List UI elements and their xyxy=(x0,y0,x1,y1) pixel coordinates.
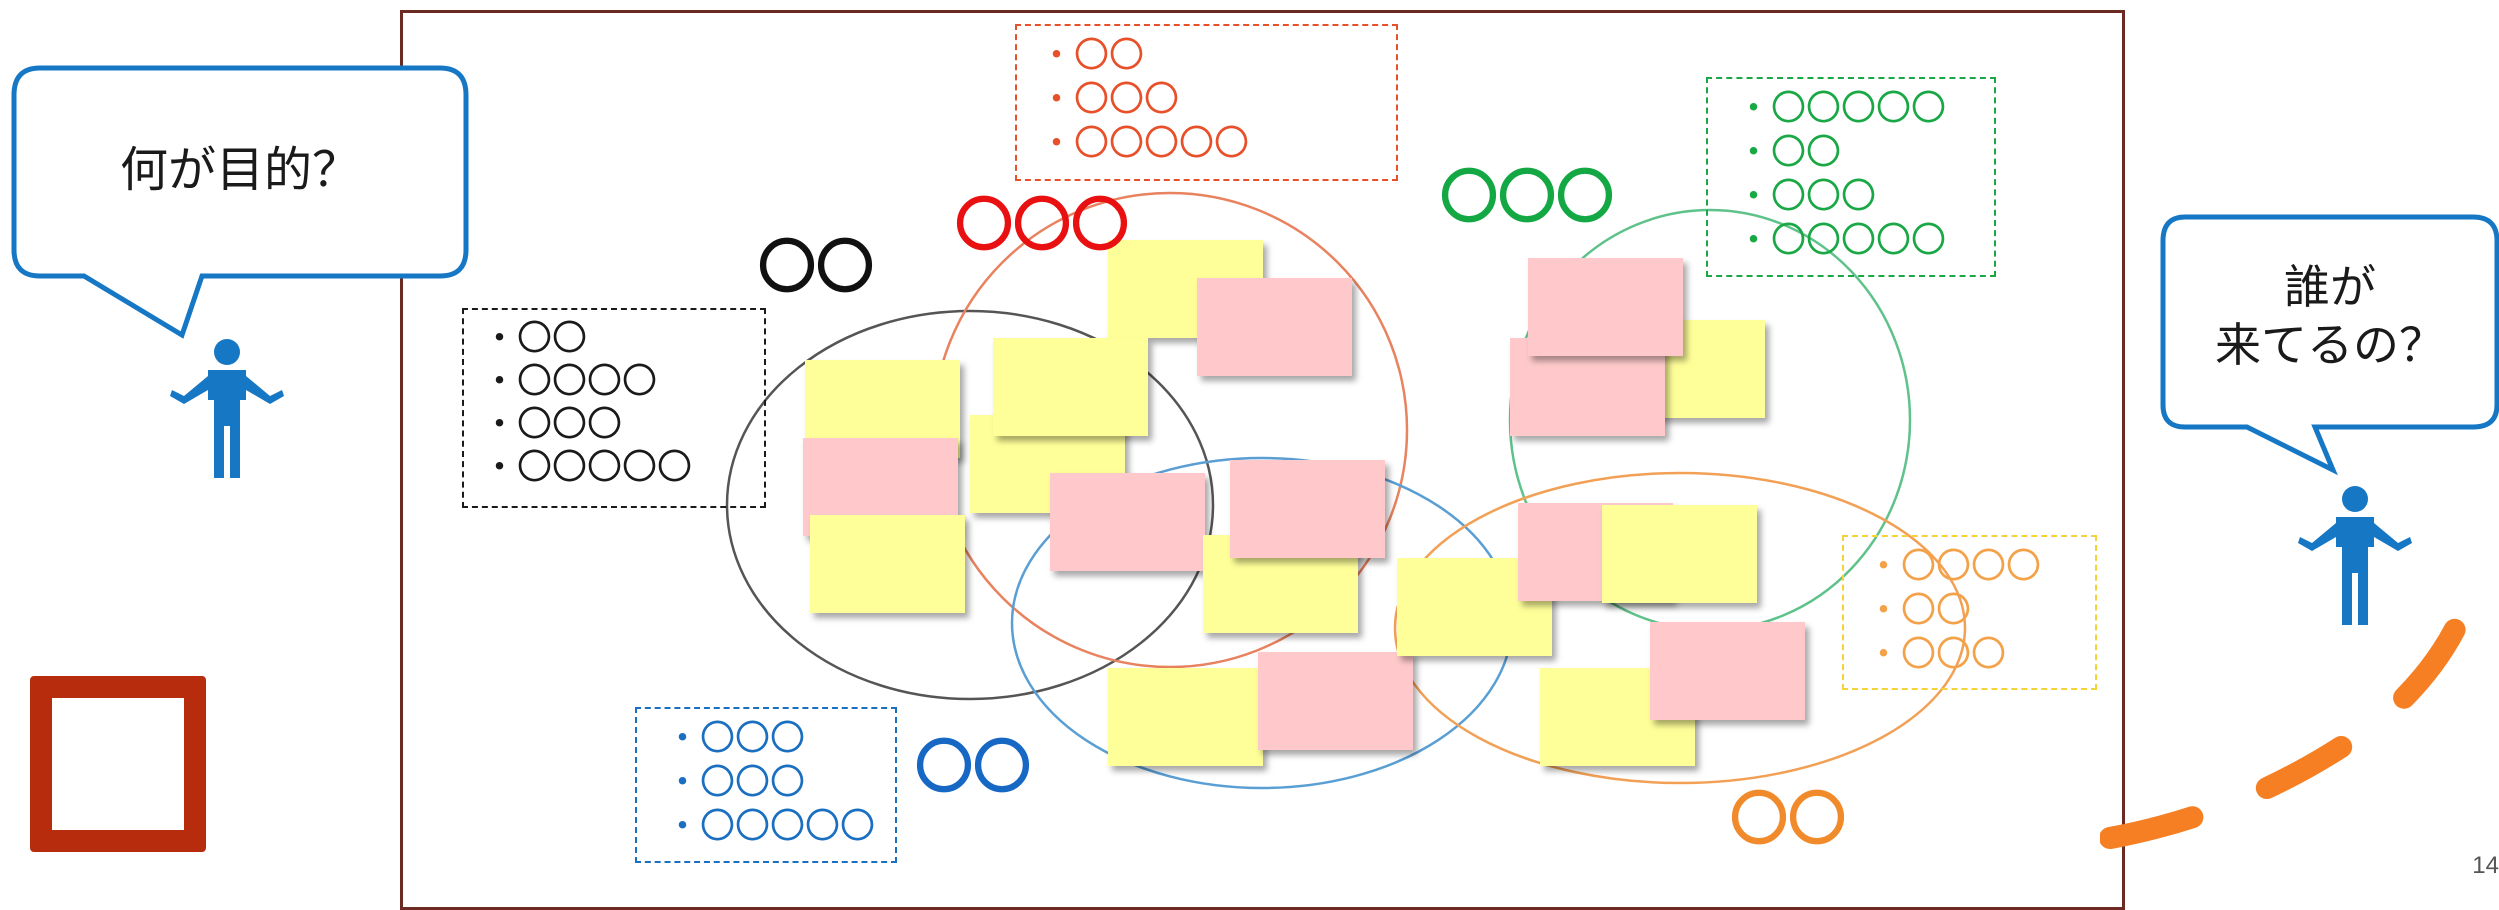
list-item: ・〇〇〇〇〇 xyxy=(665,807,876,847)
list-item: ・〇〇〇〇〇 xyxy=(1039,124,1250,164)
list-box-blue: ・〇〇〇 ・〇〇〇 ・〇〇〇〇〇 xyxy=(635,707,897,863)
bubble-right-line2: 来てるの？ xyxy=(2215,318,2445,372)
list-item: ・〇〇〇 xyxy=(665,719,806,759)
person-shrug-icon xyxy=(170,339,284,478)
list-item: ・〇〇〇 xyxy=(1039,80,1180,120)
bubble-left-text: 何が目的？ xyxy=(119,142,360,198)
list-item: ・〇〇〇〇〇 xyxy=(482,448,693,488)
list-item: ・〇〇〇 xyxy=(665,763,806,803)
person-shrug-icon xyxy=(2298,486,2412,625)
sticky-note-pink[interactable] xyxy=(1650,622,1805,720)
sticky-note-yellow[interactable] xyxy=(810,515,965,613)
list-item: ・〇〇〇〇〇 xyxy=(1736,221,1947,261)
group-label-green: 〇〇〇 xyxy=(1440,163,1615,231)
orange-dashed-arc xyxy=(2100,584,2481,849)
list-item: ・〇〇〇 xyxy=(482,405,623,445)
sticky-note-pink[interactable] xyxy=(1258,652,1413,750)
list-item: ・〇〇〇〇 xyxy=(1866,547,2042,587)
list-item: ・〇〇 xyxy=(482,319,588,359)
sticky-note-pink[interactable] xyxy=(1230,460,1385,558)
sticky-note-pink[interactable] xyxy=(1197,278,1352,376)
speech-bubble-left xyxy=(11,65,469,339)
sticky-note-pink[interactable] xyxy=(1528,258,1683,356)
list-box-green: ・〇〇〇〇〇 ・〇〇 ・〇〇〇 ・〇〇〇〇〇 xyxy=(1706,77,1996,277)
list-item: ・〇〇 xyxy=(1866,591,1972,631)
group-label-black: 〇〇 xyxy=(758,233,875,301)
speech-bubble-right xyxy=(2160,214,2499,476)
list-box-red: ・〇〇 ・〇〇〇 ・〇〇〇〇〇 xyxy=(1015,24,1398,181)
ellipse-orange xyxy=(1393,471,1967,785)
group-label-blue: 〇〇 xyxy=(915,733,1032,801)
group-label-red: 〇〇〇 xyxy=(955,191,1130,259)
list-item: ・〇〇 xyxy=(1736,133,1842,173)
sticky-note-yellow[interactable] xyxy=(993,338,1148,436)
bubble-right-text: 誰が 来てるの？ xyxy=(2163,258,2497,374)
group-label-orange: 〇〇 xyxy=(1730,785,1847,853)
list-item: ・〇〇〇〇〇 xyxy=(1736,89,1947,129)
page-number: 14 xyxy=(2472,852,2499,879)
list-box-black: ・〇〇 ・〇〇〇〇 ・〇〇〇 ・〇〇〇〇〇 xyxy=(462,308,766,508)
list-box-orange: ・〇〇〇〇 ・〇〇 ・〇〇〇 xyxy=(1842,535,2097,690)
sticky-note-yellow[interactable] xyxy=(1108,668,1263,766)
list-item: ・〇〇〇 xyxy=(1736,177,1877,217)
list-item: ・〇〇〇〇 xyxy=(482,362,658,402)
sticky-note-pink[interactable] xyxy=(1050,473,1205,571)
bubble-right-line1: 誰が xyxy=(2284,260,2376,314)
red-square-shape xyxy=(30,676,206,852)
list-item: ・〇〇 xyxy=(1039,36,1145,76)
sticky-note-yellow[interactable] xyxy=(1602,505,1757,603)
ellipse-black xyxy=(725,309,1215,701)
list-item: ・〇〇〇 xyxy=(1866,635,2007,675)
